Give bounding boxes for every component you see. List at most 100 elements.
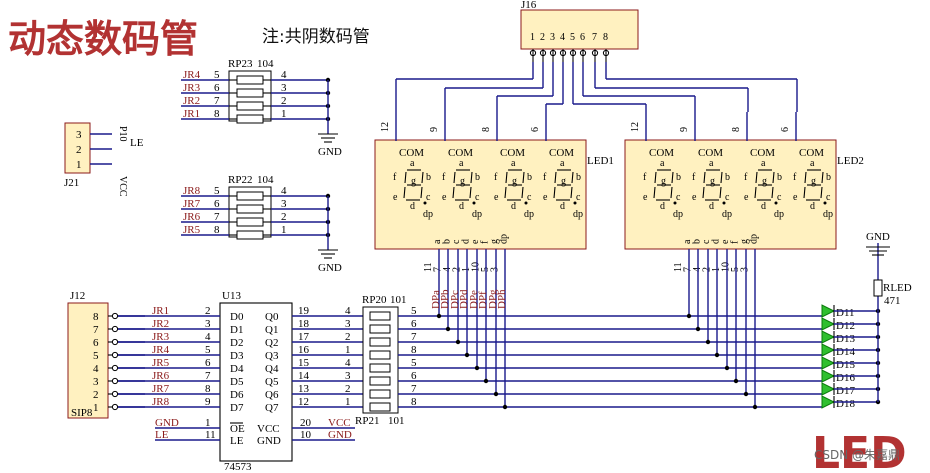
u13-output-name: Q1 (265, 324, 278, 336)
j16-pin-num: 2 (540, 32, 545, 43)
led-seg-letter: g (739, 239, 750, 244)
digit-segment (420, 186, 423, 199)
led-seg-pin: 11 (673, 262, 684, 272)
junction-dot (455, 339, 461, 345)
rp20-in-pin: 3 (345, 370, 351, 382)
j16-pin-num: 4 (560, 32, 565, 43)
digit-seg-label: e (793, 192, 798, 203)
digit-com-label: COM (549, 147, 574, 159)
led-seg-letter: dp (499, 234, 510, 244)
led-seg-pin: 2 (452, 267, 463, 272)
rp-pin-num: 6 (214, 82, 220, 94)
led-ref: LED1 (587, 155, 614, 167)
digit-seg-label: f (494, 172, 498, 183)
digit-seg-label: a (560, 158, 565, 169)
u13-output-name: Q5 (265, 376, 279, 388)
digit-seg-label: b (576, 172, 581, 183)
digit-seg-label: c (475, 192, 480, 203)
digit-seg-label: a (410, 158, 415, 169)
digit-seg-label: c (826, 192, 831, 203)
digit-seg-label: a (511, 158, 516, 169)
rled-ref: RLED (883, 282, 912, 294)
u13-ctrl-net: GND (155, 417, 179, 429)
digit-segment (754, 186, 757, 199)
digit-seg-label: a (660, 158, 665, 169)
rp-net-label: JR7 (183, 198, 201, 210)
led-ref-label: D12 (836, 320, 855, 332)
u13-input-net: JR1 (152, 305, 169, 317)
digit-seg-label: f (442, 172, 446, 183)
digit-segment (804, 171, 807, 184)
digit-seg-label: a (810, 158, 815, 169)
j21-pin-num: 1 (76, 159, 82, 171)
rp20-out-pin: 7 (411, 383, 417, 395)
digit-segment (653, 186, 656, 199)
rp-pin-num: 3 (281, 82, 287, 94)
digit-seg-label: g (561, 176, 566, 187)
digit-dp-dot (823, 201, 827, 205)
junction-dot (686, 313, 692, 319)
u13-output-pin: 15 (298, 357, 310, 369)
digit-seg-label: d (810, 201, 815, 212)
schematic-title: 动态数码管 (8, 17, 198, 61)
j12-pin-num: 3 (93, 376, 99, 388)
digit-dp-label: dp (573, 209, 583, 220)
led-seg-pin: 7 (433, 267, 444, 272)
u13-ctrl-net: GND (328, 429, 352, 441)
rp-net-label: JR4 (183, 69, 201, 81)
led-seg-letter: b (692, 239, 703, 244)
u13-ctrl-name: OE (230, 423, 245, 435)
digit-segment (571, 171, 574, 184)
led-com-pin: 9 (679, 127, 690, 132)
digit-seg-label: b (426, 172, 431, 183)
digit-seg-label: b (676, 172, 681, 183)
rp21-ref: RP21 (355, 415, 379, 427)
digit-segment (522, 171, 525, 184)
u13-output-name: Q3 (265, 350, 279, 362)
digit-seg-label: c (576, 192, 581, 203)
digit-segment (404, 171, 407, 184)
u13-output-name: Q7 (265, 402, 279, 414)
u13-ctrl-name: LE (230, 435, 244, 447)
led-corner-label: LED (812, 428, 907, 473)
rp20-out-pin: 7 (411, 331, 417, 343)
digit-seg-label: f (744, 172, 748, 183)
junction-dot (733, 378, 739, 384)
led-seg-pin: 7 (683, 267, 694, 272)
digit-seg-label: e (744, 192, 749, 203)
dp-net-label: DPf (477, 291, 489, 309)
digit-dp-label: dp (472, 209, 482, 220)
schematic-note: 注:共阴数码管 (262, 27, 370, 47)
digit-segment (553, 186, 556, 199)
digit-seg-label: g (512, 176, 517, 187)
digit-com-label: COM (750, 147, 775, 159)
led-seg-pin: 3 (740, 267, 751, 272)
dp-net-label: DPg (487, 289, 499, 309)
digit-dp-label: dp (774, 209, 784, 220)
rp-net-label: JR8 (183, 185, 201, 197)
digit-segment (654, 171, 657, 184)
rp-net-label: JR1 (183, 108, 200, 120)
watermark: CSDN @朱嘉鼎 (814, 448, 900, 462)
u13-ctrl-name: VCC (257, 423, 280, 435)
u13-input-pin: 2 (205, 305, 211, 317)
junction-dot (695, 326, 701, 332)
digit-com-label: COM (799, 147, 824, 159)
u13-input-name: D4 (230, 363, 244, 375)
led-seg-letter: c (451, 239, 462, 244)
digit-dp-label: dp (722, 209, 732, 220)
digit-seg-label: c (426, 192, 431, 203)
rp20-out-pin: 5 (411, 357, 417, 369)
j21-pin-label: P10 (117, 126, 128, 142)
rp20-resistor (369, 402, 391, 412)
rp20-in-pin: 4 (345, 305, 351, 317)
u13-input-net: JR6 (152, 370, 170, 382)
rp20-out-pin: 5 (411, 305, 417, 317)
dp-net-label: DPc (449, 290, 461, 309)
j16-pin-num: 7 (592, 32, 597, 43)
digit-com-label: COM (698, 147, 723, 159)
digit-dp-dot (573, 201, 577, 205)
